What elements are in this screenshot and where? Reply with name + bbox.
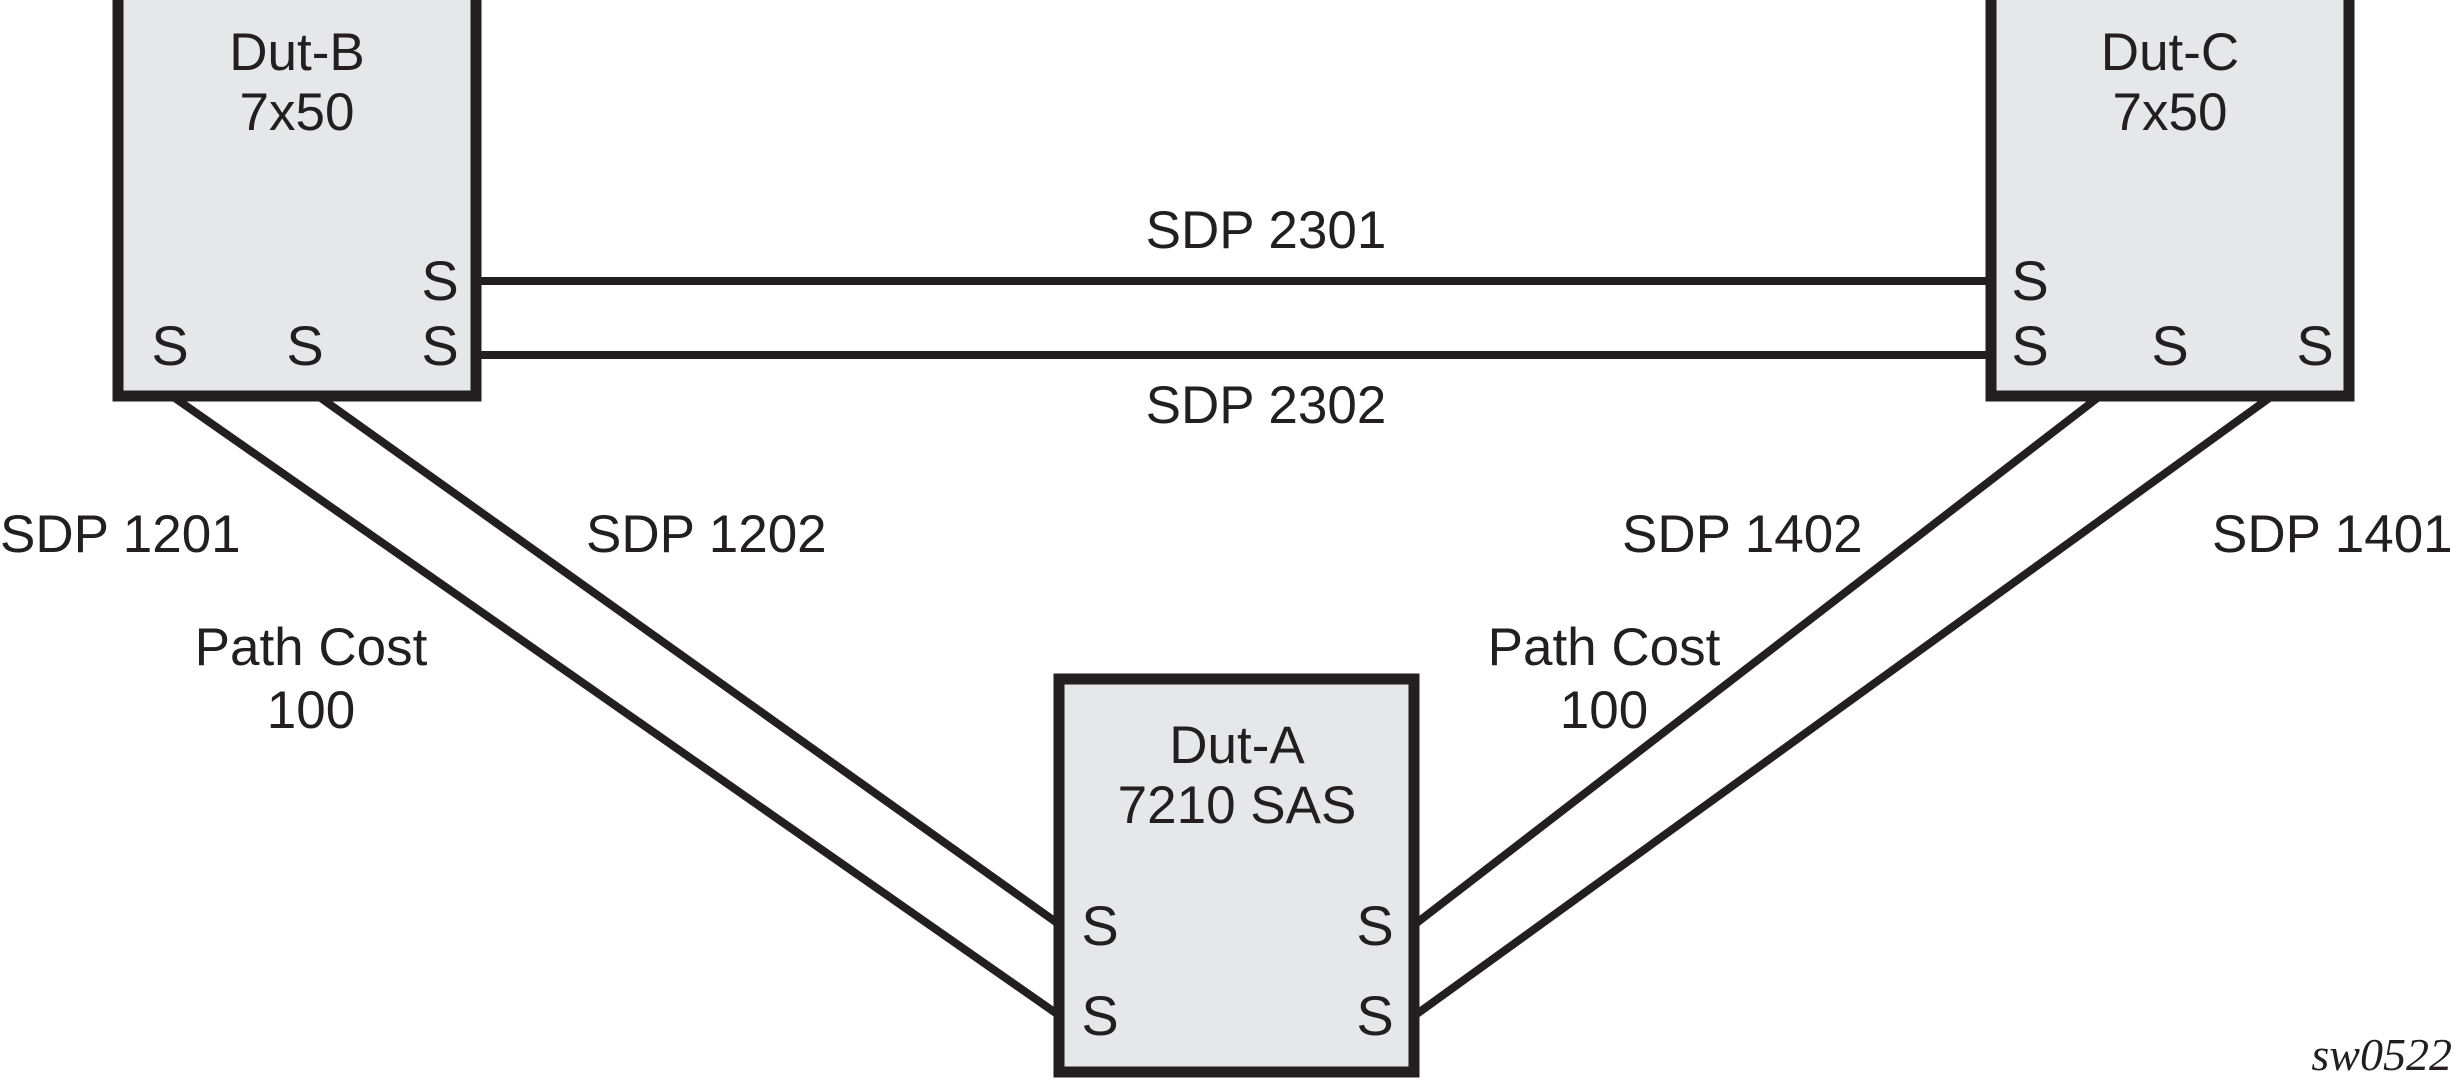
link-sdp-1201 <box>169 392 1063 1020</box>
node-dut-c-model: 7x50 <box>2113 83 2228 142</box>
edge-label-sdp-2301: SDP 2301 <box>1146 201 1387 260</box>
node-dut-c-title: Dut-C <box>2101 23 2239 82</box>
node-dut-a-title: Dut-A <box>1169 716 1305 775</box>
path-cost-left-label: Path Cost <box>195 618 428 677</box>
edge-label-sdp-1202: SDP 1202 <box>586 505 827 564</box>
node-dut-b-model: 7x50 <box>240 83 355 142</box>
node-dut-c-port-2: S <box>2011 314 2048 377</box>
node-dut-c-box <box>1985 0 2355 402</box>
edge-label-sdp-1401: SDP 1401 <box>2212 505 2453 564</box>
node-dut-c-port-1: S <box>2011 249 2048 312</box>
node-dut-a-port-3: S <box>1356 894 1393 957</box>
node-dut-b-port-4: S <box>286 314 323 377</box>
edge-label-sdp-1402: SDP 1402 <box>1622 505 1863 564</box>
node-dut-a[interactable]: Dut-A 7210 SAS S S S S <box>1053 673 1420 1078</box>
link-sdp-1202 <box>315 392 1063 929</box>
node-dut-b[interactable]: Dut-B 7x50 S S S S <box>112 0 482 402</box>
node-dut-a-box <box>1053 673 1420 1078</box>
node-dut-a-model: 7210 SAS <box>1118 776 1357 835</box>
node-dut-c[interactable]: Dut-C 7x50 S S S S <box>1985 0 2355 402</box>
node-dut-c-port-4: S <box>2296 314 2333 377</box>
node-dut-a-port-2: S <box>1081 984 1118 1047</box>
node-dut-a-port-1: S <box>1081 894 1118 957</box>
figure-id-watermark: sw0522 <box>2311 1029 2452 1080</box>
link-sdp-1402 <box>1411 392 2103 929</box>
node-dut-b-port-3: S <box>151 314 188 377</box>
path-cost-right-label: Path Cost <box>1488 618 1721 677</box>
node-dut-a-port-4: S <box>1356 984 1393 1047</box>
link-sdp-1401 <box>1411 392 2275 1020</box>
edge-label-sdp-2302: SDP 2302 <box>1146 376 1387 435</box>
node-dut-c-port-3: S <box>2151 314 2188 377</box>
node-dut-b-port-1: S <box>421 249 458 312</box>
path-cost-right-value: 100 <box>1560 681 1648 740</box>
node-dut-b-port-2: S <box>421 314 458 377</box>
edge-label-sdp-1201: SDP 1201 <box>0 505 241 564</box>
path-cost-left-value: 100 <box>267 681 355 740</box>
node-dut-b-title: Dut-B <box>229 23 364 82</box>
node-dut-b-box <box>112 0 482 402</box>
